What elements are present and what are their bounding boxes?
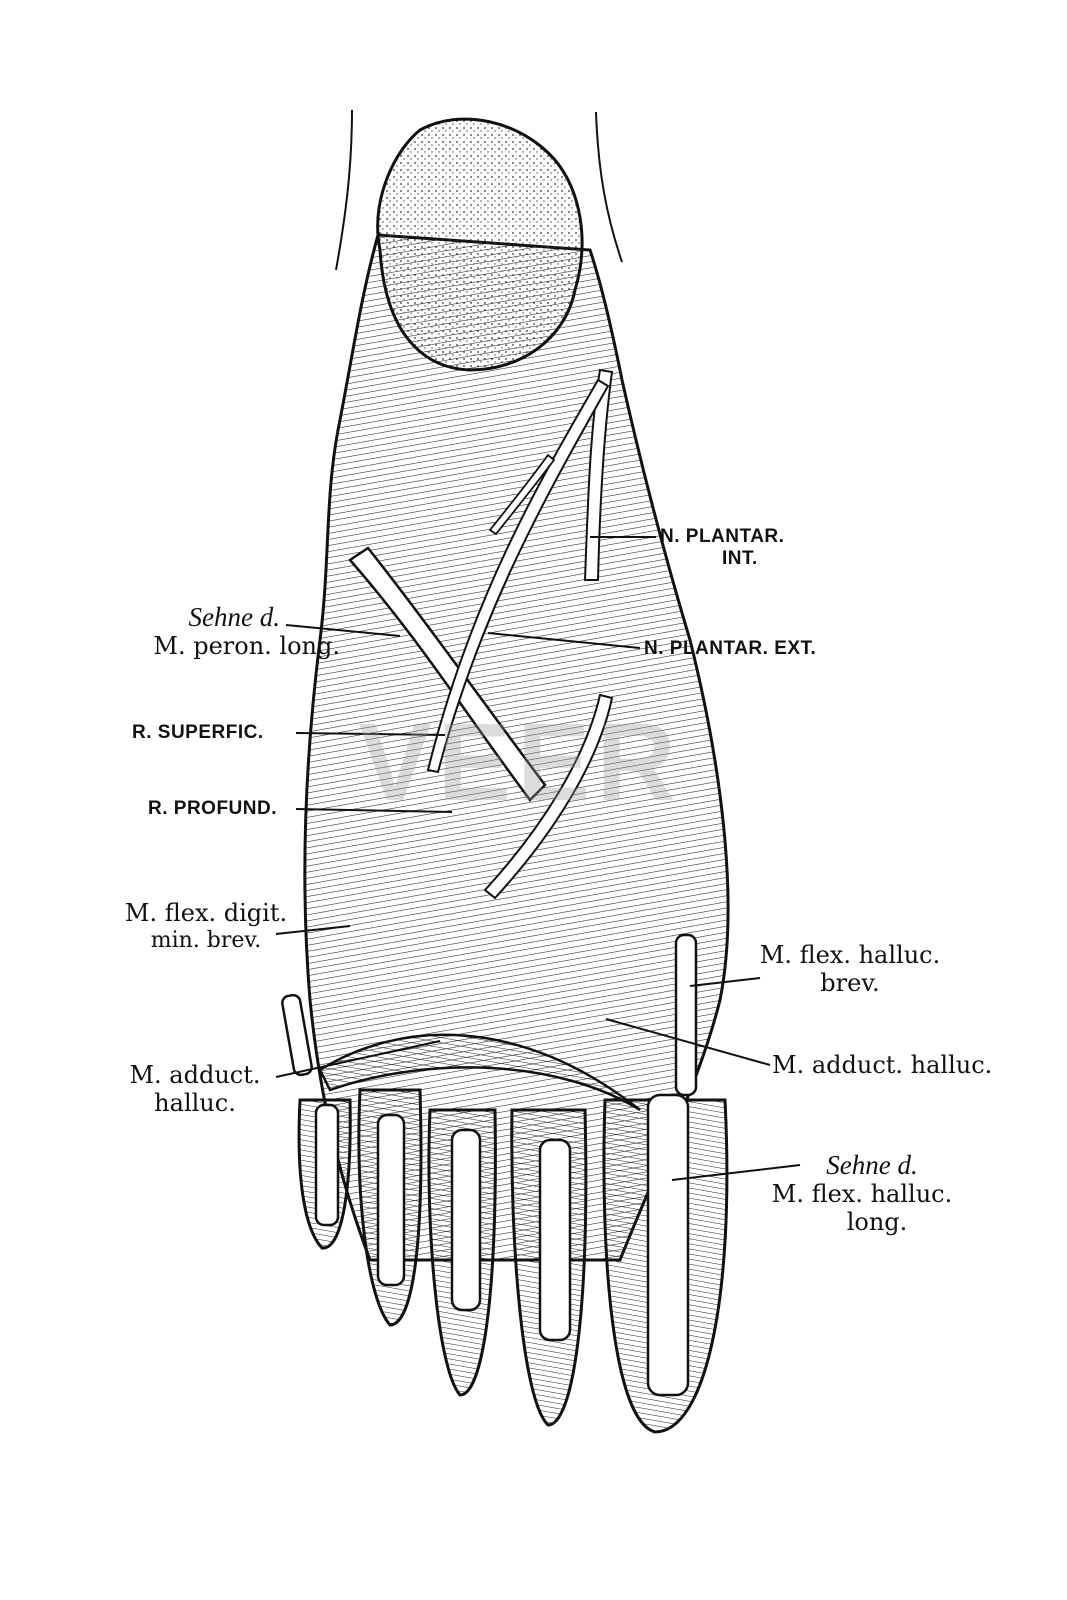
leader-sehne-peron xyxy=(285,624,401,637)
tendon-toe-3 xyxy=(450,1128,482,1312)
flexor-tendons xyxy=(314,1093,690,1397)
label-line: M. adduct. xyxy=(129,1061,261,1089)
label-sehne-flex-halluc: Sehne d. M. flex. halluc. long. xyxy=(752,1150,972,1236)
leg-outline-left xyxy=(335,109,353,271)
label-line: long. xyxy=(846,1207,908,1236)
leader-sehne-flex-halluc xyxy=(671,1164,801,1181)
nerve-plantar-int xyxy=(583,368,614,581)
plantar-vessel xyxy=(483,693,614,900)
tendon-toe-2 xyxy=(538,1138,572,1342)
label-adduct-halluc-right: M. adduct. halluc. xyxy=(772,1051,993,1079)
leader-adduct-halluc-right xyxy=(605,1018,771,1066)
tendon-toe-5 xyxy=(314,1103,340,1227)
leader-n-plantar-ext xyxy=(487,632,641,649)
label-adduct-halluc-left: M. adduct. halluc. xyxy=(110,1061,280,1117)
label-line: halluc. xyxy=(154,1088,236,1117)
label-line: N. PLANTAR. xyxy=(660,526,785,547)
label-line: M. flex. digit. xyxy=(124,899,288,927)
label-line: INT. xyxy=(722,547,758,569)
leg-outline-right xyxy=(595,111,623,263)
flexor-digit-min-tendon xyxy=(281,993,313,1077)
nerve-branch xyxy=(488,453,556,536)
label-line: Sehne d. xyxy=(188,602,280,632)
label-r-profund: R. PROFUND. xyxy=(148,798,277,819)
tendon-halluc-long xyxy=(646,1093,690,1397)
label-line: M. flex. halluc. xyxy=(759,941,941,969)
label-r-superfic: R. SUPERFIC. xyxy=(132,722,264,743)
label-line: M. peron. long. xyxy=(153,632,340,661)
flexor-halluc-brev-tendon xyxy=(674,933,698,1097)
leader-r-profund xyxy=(295,808,453,813)
label-n-plantar-int: N. PLANTAR. INT. xyxy=(660,526,784,570)
label-sehne-peron: Sehne d. M. peron. long. xyxy=(140,602,340,661)
leader-adduct-halluc-left xyxy=(275,1040,441,1078)
label-flex-digit-min: M. flex. digit. min. brev. xyxy=(106,899,306,953)
tendon-toe-4 xyxy=(376,1113,406,1287)
leader-flex-halluc-brev xyxy=(689,977,761,987)
adductor-transverse xyxy=(318,1033,641,1112)
label-line: min. brev. xyxy=(150,927,262,953)
leader-flex-digit-min xyxy=(275,925,351,935)
peroneus-tendon xyxy=(348,546,547,802)
label-line: Sehne d. xyxy=(826,1150,918,1180)
label-line: brev. xyxy=(820,968,880,997)
calcaneus xyxy=(376,117,584,372)
watermark-text: VEER xyxy=(358,701,682,824)
leader-r-superfic xyxy=(295,732,446,736)
nerve-plantar-ext xyxy=(426,378,610,774)
label-flex-halluc-brev: M. flex. halluc. brev. xyxy=(734,941,966,997)
label-line: M. flex. halluc. xyxy=(771,1180,953,1209)
label-n-plantar-ext: N. PLANTAR. EXT. xyxy=(644,638,817,659)
leader-lines xyxy=(275,536,801,1181)
